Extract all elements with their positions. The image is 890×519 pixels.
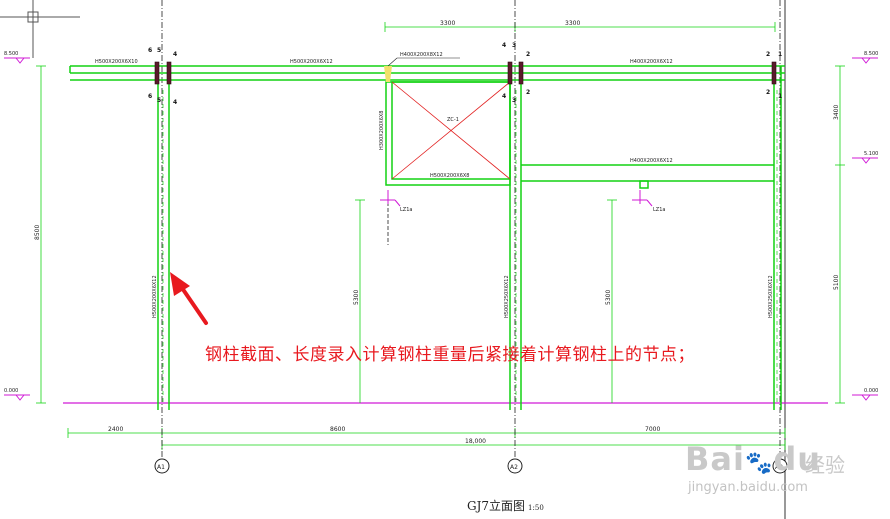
section-mark: 4 — [502, 93, 506, 100]
dim-right-lower: 5100 — [833, 275, 840, 290]
beam-label-top-mid: H500X200X6X12 — [290, 59, 333, 65]
watermark-url: jingyan.baidu.com — [688, 480, 808, 495]
annotation-text: 钢柱截面、长度录入计算钢柱重量后紧接着计算钢柱上的节点； — [205, 345, 695, 365]
section-mark: 3 — [512, 97, 516, 104]
axis-label-a1: A1 — [157, 464, 165, 471]
section-mark: 1 — [778, 93, 782, 100]
section-mark: 1 — [778, 51, 782, 58]
joint-markers — [380, 190, 653, 207]
watermark-brand-cn: 经验 — [805, 453, 845, 477]
section-mark: 5 — [157, 97, 161, 104]
section-mark: 6 — [148, 93, 152, 100]
dim-column-mid: 5300 — [353, 290, 360, 305]
elevation-label: 5.100 — [864, 151, 878, 157]
drawing-scale: 1:50 — [528, 504, 544, 512]
section-mark: 2 — [766, 89, 770, 96]
leader-line — [387, 57, 398, 67]
opening-frame — [385, 81, 511, 186]
elevation-label: 0.000 — [4, 388, 18, 394]
elevation-label: 8.500 — [4, 51, 18, 57]
dim-bottom-total: 18,000 — [465, 438, 486, 445]
section-mark: 4 — [502, 42, 506, 49]
splice-marker — [384, 66, 392, 82]
section-mark: 2 — [526, 51, 530, 58]
elevation-label: 0.000 — [864, 388, 878, 394]
section-mark: 2 — [526, 89, 530, 96]
annotation-arrow — [170, 272, 208, 325]
watermark-paw-icon: 🐾 — [744, 451, 774, 476]
column-label-a3: H500X250X6X12 — [768, 275, 774, 318]
crosshair-cursor-icon — [0, 0, 80, 58]
beam-label-left: H500X200X6X10 — [95, 59, 138, 65]
section-mark: 4 — [173, 51, 177, 58]
column-label-a2: H500X250X6X12 — [504, 275, 510, 318]
section-mark: 4 — [173, 99, 177, 106]
axis-bubbles — [154, 458, 788, 474]
dim-column-right: 5300 — [605, 290, 612, 305]
axis-label-a2: A2 — [510, 464, 518, 471]
right-mid-beam — [521, 164, 774, 189]
dim-right-upper: 3400 — [833, 105, 840, 120]
opening-tag: ZC-1 — [447, 117, 459, 123]
section-mark: 2 — [766, 51, 770, 58]
axis-lines — [161, 0, 781, 458]
beam-label-opening-top: H400X200X8X12 — [400, 52, 443, 58]
section-mark: 6 — [148, 47, 152, 54]
beam-label-top-right: H400X200X6X12 — [630, 59, 673, 65]
watermark-brand-text-2: du — [773, 440, 822, 478]
elevation-label: 8.500 — [864, 51, 878, 57]
watermark-brand-text: Bai — [685, 440, 745, 478]
joint-label-left: LZ1a — [400, 207, 412, 213]
section-mark: 5 — [157, 47, 161, 54]
beam-label-right-mid: H400X200X6X12 — [630, 158, 673, 164]
axis-label-a3: A3 — [775, 464, 783, 471]
dim-bottom-span: 7000 — [645, 426, 660, 433]
dim-top-span: 3300 — [440, 20, 455, 27]
bolt-plates — [154, 61, 777, 85]
drawing-title-text: GJ7立面图 — [467, 499, 526, 513]
joint-label-right: LZ1a — [653, 207, 665, 213]
column-label-a1: H500X200X6X12 — [152, 275, 158, 318]
top-beam — [69, 65, 785, 81]
section-mark: 3 — [512, 42, 516, 49]
elevation-markers — [4, 57, 878, 401]
opening-post-label: H300X200X6X8 — [379, 111, 385, 151]
cross-bracing — [391, 81, 511, 180]
beam-label-opening-bottom: H500X200X6X8 — [430, 173, 470, 179]
dim-bottom-span: 8600 — [330, 426, 345, 433]
dim-top-span: 3300 — [565, 20, 580, 27]
watermark-brand: Bai🐾du — [685, 440, 821, 478]
dim-left-height: 8500 — [34, 225, 41, 240]
dim-bottom-span: 2400 — [108, 426, 123, 433]
